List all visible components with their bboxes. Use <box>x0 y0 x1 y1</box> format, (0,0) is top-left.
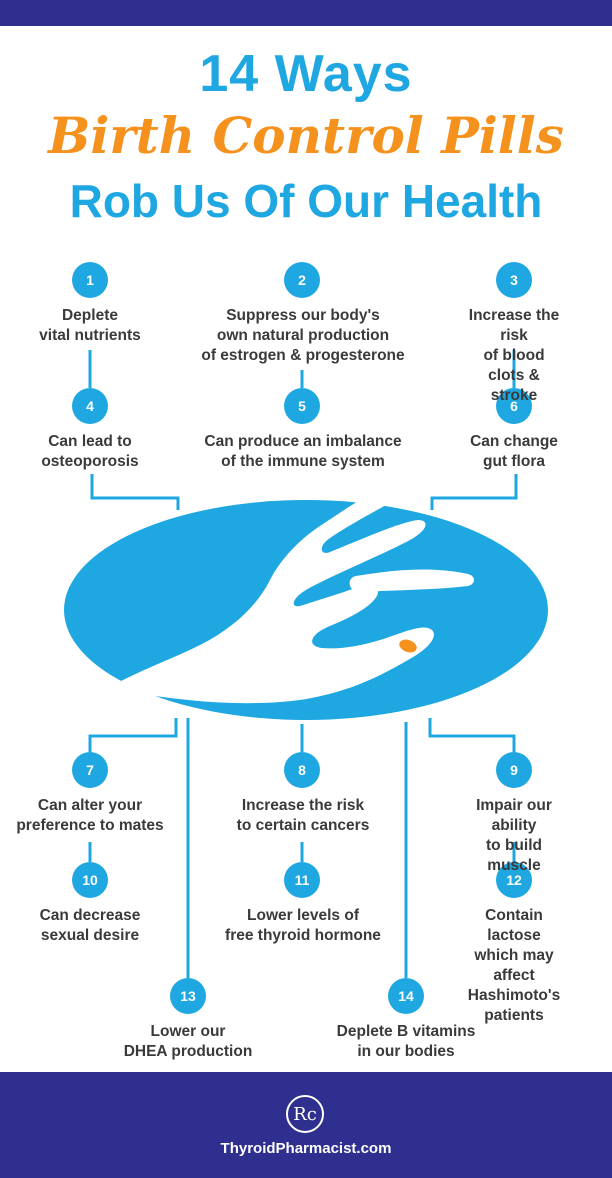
badge-9: 9 <box>496 752 532 788</box>
item-1-text: Deplete vital nutrients <box>39 307 141 344</box>
badge-7: 7 <box>72 752 108 788</box>
item-8-text: Increase the risk to certain cancers <box>236 797 370 834</box>
pill-icon <box>399 639 417 653</box>
item-13-text: Lower our DHEA production <box>123 1023 253 1060</box>
badge-6: 6 <box>496 388 532 424</box>
badge-8: 8 <box>284 752 320 788</box>
top-band <box>0 0 612 26</box>
item-2-text: Suppress our body's own natural producti… <box>201 307 405 364</box>
site-url[interactable]: ThyroidPharmacist.com <box>220 1140 392 1157</box>
connector-lines <box>88 350 518 978</box>
item-7-text: Can alter your preference to mates <box>16 797 164 834</box>
badge-10: 10 <box>72 862 108 898</box>
hand-icon <box>108 473 474 704</box>
badge-13: 13 <box>170 978 206 1014</box>
item-14-text: Deplete B vitamins in our bodies <box>336 1023 476 1060</box>
badge-14: 14 <box>388 978 424 1014</box>
item-3-text: Increase the risk of blood clots & strok… <box>468 307 560 404</box>
item-4-text: Can lead to osteoporosis <box>41 433 139 470</box>
item-9-text: Impair our ability to build muscle <box>476 797 552 874</box>
title-line-2: Birth Control Pills <box>48 106 564 165</box>
badge-4: 4 <box>72 388 108 424</box>
badge-5: 5 <box>284 388 320 424</box>
item-6-text: Can change gut flora <box>470 433 558 470</box>
item-12-text: Contain lactose which may affect Hashimo… <box>467 907 561 1024</box>
badge-3: 3 <box>496 262 532 298</box>
brand-logo: Rc <box>286 1095 324 1133</box>
item-11-text: Lower levels of free thyroid hormone <box>225 907 381 944</box>
badge-2: 2 <box>284 262 320 298</box>
title-line-1: 14 Ways <box>199 45 413 103</box>
badge-1: 1 <box>72 262 108 298</box>
badge-12: 12 <box>496 862 532 898</box>
item-5-text: Can produce an imbalance of the immune s… <box>204 433 402 470</box>
item-10-text: Can decrease sexual desire <box>39 907 141 944</box>
title-line-3: Rob Us Of Our Health <box>69 175 543 227</box>
badge-11: 11 <box>284 862 320 898</box>
